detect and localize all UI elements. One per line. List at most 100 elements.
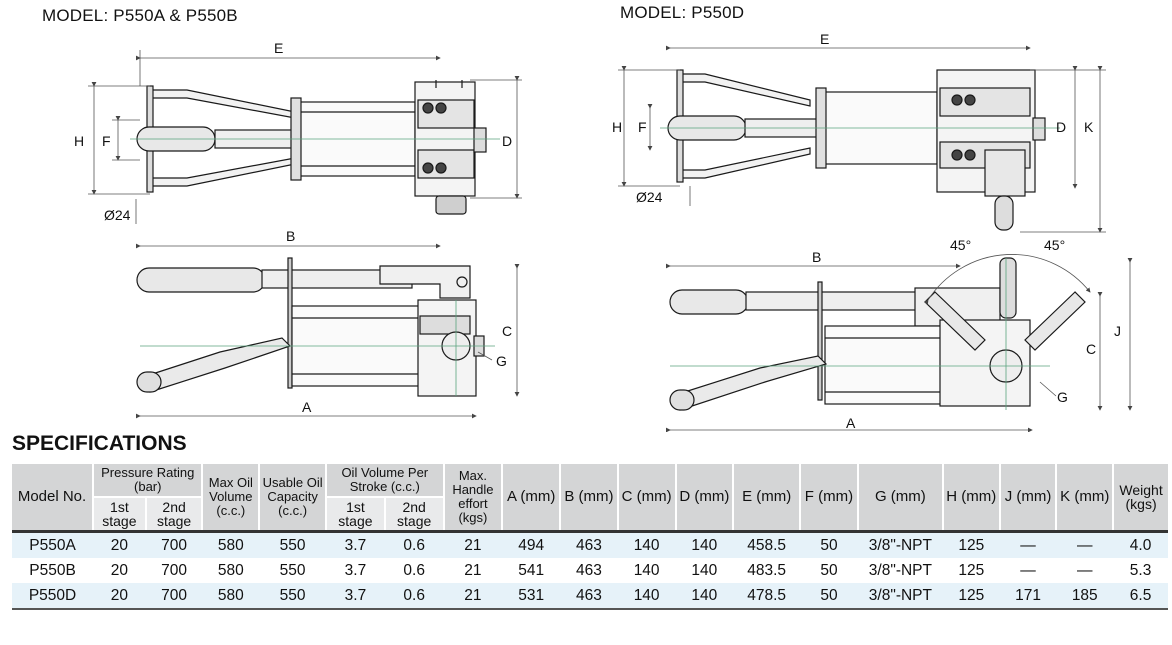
table-cell: 20: [110, 561, 128, 579]
col-handle-effort: Max. Handle effort (kgs): [442, 464, 503, 532]
table-cell: 140: [617, 583, 676, 610]
dim-label-f-left: F: [102, 133, 111, 149]
table-cell: 6.5: [1113, 583, 1168, 610]
pump-top-view-left: [136, 80, 487, 215]
col-d: D (mm): [674, 464, 734, 532]
table-cell: 0.6: [384, 583, 444, 610]
col-pressure-stage1: 1st stage: [92, 496, 146, 532]
table-cell: 140: [617, 530, 676, 558]
col-g: G (mm): [856, 464, 943, 532]
col-e: E (mm): [732, 464, 801, 532]
table-cell: 483.5: [747, 561, 787, 579]
dim-label-d-left: D: [502, 133, 512, 149]
technical-drawings: E H F D Ø24 B C G A E H F D K Ø24 45° 45…: [74, 31, 1133, 432]
dim-label-k-right: K: [1084, 119, 1094, 135]
col-k: K (mm): [1055, 464, 1114, 532]
col-usable-oil: Usable Oil Capacity (c.c.): [258, 464, 327, 532]
dim-label-angle-right: 45°: [1044, 237, 1065, 253]
col-f: F (mm): [799, 464, 858, 532]
table-cell: 21: [464, 561, 482, 579]
col-pressure: Pressure Rating (bar): [92, 464, 203, 497]
dim-label-a-right: A: [846, 415, 856, 431]
table-cell: 0.6: [384, 530, 444, 558]
table-cell: —: [999, 530, 1057, 558]
table-cell: 3.7: [326, 530, 385, 558]
table-cell: 20: [93, 583, 146, 610]
col-stroke-stage2: 2nd stage: [383, 496, 444, 532]
table-cell: 580: [217, 561, 244, 579]
col-b: B (mm): [559, 464, 618, 532]
col-a: A (mm): [501, 464, 561, 532]
pump-top-view-right: [667, 69, 1046, 231]
table-cell: 550: [279, 561, 306, 579]
table-cell: —: [1056, 530, 1114, 558]
table-cell: 140: [633, 561, 660, 579]
table-cell: 3.7: [344, 561, 367, 579]
dim-label-h-left: H: [74, 133, 84, 149]
dim-label-dia-left: Ø24: [104, 207, 131, 223]
dim-label-dia-right: Ø24: [636, 189, 663, 205]
col-c: C (mm): [616, 464, 676, 532]
col-j: J (mm): [998, 464, 1057, 532]
table-cell: 0.6: [403, 561, 425, 579]
table-cell: 700: [161, 561, 188, 579]
table-cell: 550: [259, 530, 327, 558]
dim-label-h-right: H: [612, 119, 622, 135]
table-cell: 4.0: [1113, 530, 1168, 558]
dim-label-b-right: B: [812, 249, 821, 265]
table-cell: 20: [93, 530, 146, 558]
dim-label-c-left: C: [502, 323, 512, 339]
dim-label-g-left: G: [496, 353, 507, 369]
dim-label-f-right: F: [638, 119, 647, 135]
table-cell: 700: [145, 530, 203, 558]
col-model: Model No.: [12, 464, 94, 532]
table-cell: 463: [575, 561, 602, 579]
col-oil-per-stroke: Oil Volume Per Stroke (c.c.): [325, 464, 444, 497]
col-max-oil: Max Oil Volume (c.c.): [201, 464, 260, 532]
table-cell: 550: [259, 583, 327, 610]
table-cell: 700: [145, 583, 203, 610]
specifications-table: Model No. Pressure Rating (bar) Max Oil …: [12, 464, 1168, 610]
table-cell: 50: [820, 561, 838, 579]
table-cell: 458.5: [733, 530, 801, 558]
table-cell: 580: [202, 583, 260, 610]
right-model-title: MODEL: P550D: [620, 3, 745, 22]
dim-label-angle-left: 45°: [950, 237, 971, 253]
pump-side-view-left: [136, 257, 485, 397]
table-cell: 463: [560, 530, 618, 558]
specifications-heading: SPECIFICATIONS: [12, 432, 187, 455]
table-cell: 3/8"-NPT: [868, 561, 932, 579]
pump-side-view-right: [669, 254, 1091, 411]
table-cell: 185: [1056, 583, 1114, 610]
col-stroke-stage1: 1st stage: [325, 496, 385, 532]
dim-label-g-right: G: [1057, 389, 1068, 405]
table-cell: 580: [202, 530, 260, 558]
table-cell: 125: [942, 583, 1000, 610]
table-cell: —: [1020, 561, 1036, 579]
dim-label-d-right: D: [1056, 119, 1066, 135]
table-cell: P550D: [12, 583, 94, 610]
table-cell: 21: [443, 583, 503, 610]
table-cell: 50: [800, 530, 858, 558]
dim-label-e-left: E: [274, 40, 283, 56]
col-pressure-stage2: 2nd stage: [144, 496, 203, 532]
left-model-title: MODEL: P550A & P550B: [42, 6, 238, 25]
dim-label-j-right: J: [1114, 323, 1121, 339]
table-cell: 50: [800, 583, 858, 610]
table-cell: 3.7: [326, 583, 385, 610]
table-cell: 463: [560, 583, 618, 610]
dim-label-c-right: C: [1086, 341, 1096, 357]
table-cell: 125: [958, 561, 985, 579]
table-cell: 5.3: [1129, 561, 1152, 579]
table-cell: —: [1077, 561, 1093, 579]
table-cell: P550B: [29, 561, 76, 579]
table-cell: 140: [675, 530, 734, 558]
col-weight: Weight (kgs): [1112, 464, 1168, 532]
table-cell: 140: [675, 583, 734, 610]
table-cell: 494: [502, 530, 561, 558]
dim-label-a-left: A: [302, 399, 312, 415]
table-cell: 531: [502, 583, 561, 610]
